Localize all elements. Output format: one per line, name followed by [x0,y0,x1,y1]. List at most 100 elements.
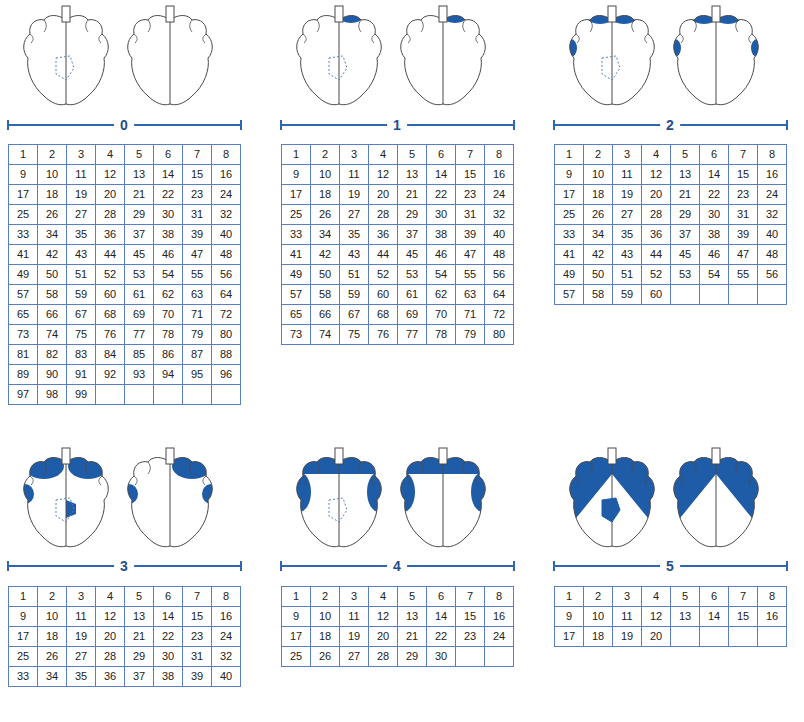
cell-number: 32 [220,209,232,220]
table-cell: 1 [8,586,38,607]
cell-number: 22 [435,189,447,200]
table-cell: 10 [37,606,67,627]
cell-number: 1 [566,591,572,602]
cell-number: 5 [409,149,415,160]
table-cell: 39 [182,224,212,245]
table-cell [728,626,758,647]
cell-number: 37 [679,229,691,240]
cell-number: 23 [464,189,476,200]
cell-number: 56 [220,269,232,280]
table-cell: 13 [397,606,427,627]
table-cell: 13 [397,164,427,185]
table-cell: 27 [339,204,369,225]
cell-number: 12 [650,169,662,180]
stage-number: 3 [114,557,134,575]
table-cell: 22 [153,184,183,205]
cell-number: 41 [290,249,302,260]
cell-number: 30 [162,651,174,662]
injection-site [602,56,620,80]
cell-number: 15 [737,611,749,622]
cell-number: 13 [406,611,418,622]
table-cell: 26 [310,646,340,667]
cell-number: 17 [563,189,575,200]
cell-number: 53 [133,269,145,280]
cell-number: 31 [191,651,203,662]
cell-number: 35 [75,671,87,682]
table-cell: 7 [728,144,758,165]
table-cell: 9 [8,164,38,185]
table-cell: 21 [124,184,154,205]
table-cell: 33 [554,224,584,245]
table-cell: 6 [153,144,183,165]
cell-number: 55 [191,269,203,280]
cell-number: 23 [191,189,203,200]
table-cell: 23 [455,626,485,647]
table-cell: 53 [670,264,700,285]
table-cell: 37 [670,224,700,245]
cell-number: 26 [46,209,58,220]
cell-number: 61 [133,289,145,300]
cell-number: 68 [377,309,389,320]
table-cell: 4 [368,144,398,165]
cell-number: 74 [319,329,331,340]
cell-number: 21 [406,189,418,200]
table-cell: 49 [554,264,584,285]
cell-number: 36 [650,229,662,240]
cell-number: 30 [435,209,447,220]
table-cell: 27 [612,204,642,225]
cell-number: 17 [17,189,29,200]
table-cell: 67 [339,304,369,325]
cell-number: 20 [377,189,389,200]
cell-number: 15 [737,169,749,180]
table-cell: 14 [699,164,729,185]
table-cell: 4 [95,586,125,607]
table-cell: 22 [699,184,729,205]
lesion-area [16,484,34,504]
table-cell: 14 [426,606,456,627]
table-cell: 8 [757,144,787,165]
table-cell: 22 [426,626,456,647]
table-cell: 29 [124,204,154,225]
table-cell: 49 [281,264,311,285]
table-cell: 24 [211,626,241,647]
table-cell: 9 [281,164,311,185]
table-cell: 2 [310,144,340,165]
cell-number: 33 [563,229,575,240]
table-cell [699,626,729,647]
table-cell: 56 [757,264,787,285]
cell-number: 51 [75,269,87,280]
table-cell: 25 [8,204,38,225]
cell-number: 48 [493,249,505,260]
table-cell: 26 [583,204,613,225]
table-cell: 25 [281,204,311,225]
table-cell: 21 [397,184,427,205]
table-cell: 49 [8,264,38,285]
cell-number: 24 [766,189,778,200]
table-cell: 19 [66,626,96,647]
table-cell: 74 [37,324,67,345]
table-cell: 4 [641,586,671,607]
table-cell: 11 [66,606,96,627]
cell-number: 19 [621,631,633,642]
table-cell: 37 [124,224,154,245]
cell-number: 87 [191,349,203,360]
table-cell [153,384,183,405]
table-cell: 64 [484,284,514,305]
cell-number: 17 [290,631,302,642]
cell-number: 17 [563,631,575,642]
cell-number: 77 [133,329,145,340]
cell-number: 21 [406,631,418,642]
table-cell: 52 [641,264,671,285]
cell-number: 20 [650,631,662,642]
table-cell: 52 [368,264,398,285]
table-cell [455,646,485,667]
cell-number: 11 [348,611,359,622]
table-cell: 38 [699,224,729,245]
cell-number: 78 [162,329,174,340]
table-cell: 17 [554,184,584,205]
table-cell: 6 [426,144,456,165]
table-cell: 29 [397,204,427,225]
cell-number: 9 [20,611,26,622]
table-cell: 10 [583,606,613,627]
table-cell [757,284,787,305]
